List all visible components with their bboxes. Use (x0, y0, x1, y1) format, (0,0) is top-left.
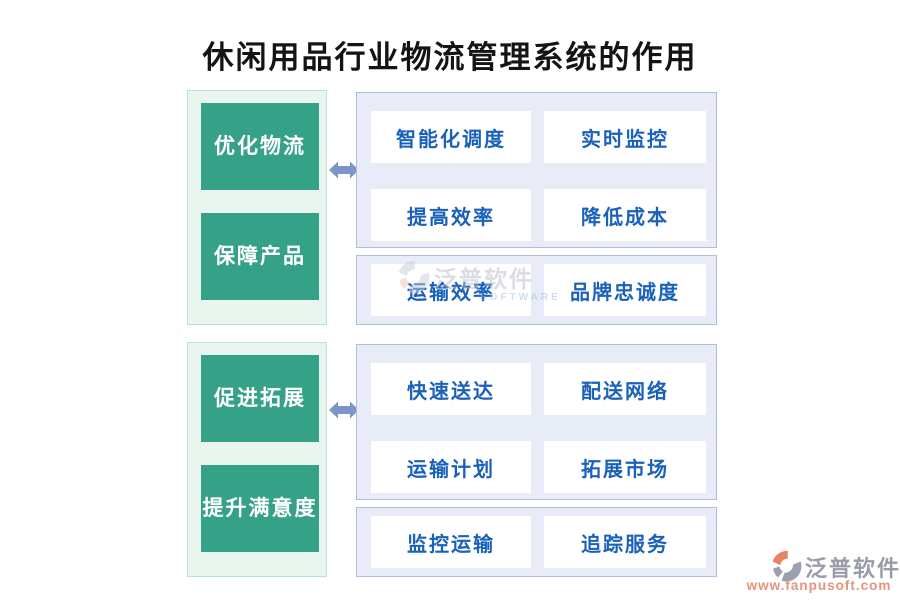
benefit-group-bottom: 促进拓展 提升满意度 快速送达 配送网络 运输计划 拓展市场 监控运输 追踪服务 (0, 342, 900, 578)
double-arrow-icon (329, 399, 359, 421)
category-box: 提升满意度 (201, 465, 319, 552)
fanpu-logo-icon (770, 550, 802, 587)
feature-box: 配送网络 (544, 363, 706, 415)
watermark-url: www.fanpusoft.com (746, 578, 892, 593)
feature-box: 智能化调度 (371, 111, 531, 163)
double-arrow-icon (329, 159, 359, 181)
feature-box: 实时监控 (544, 111, 706, 163)
category-box: 促进拓展 (201, 355, 319, 442)
category-panel: 促进拓展 提升满意度 (187, 342, 327, 577)
feature-box: 追踪服务 (544, 516, 706, 568)
feature-box: 运输计划 (371, 441, 531, 493)
watermark-center: 泛普软件 SOFTWARE (396, 258, 558, 308)
watermark-brand: 泛普软件 (805, 556, 900, 581)
watermark-subtext: SOFTWARE (480, 292, 561, 303)
feature-box: 监控运输 (371, 516, 531, 568)
category-panel: 优化物流 保障产品 (187, 90, 327, 325)
feature-box: 运输效率 (371, 264, 531, 316)
watermark-brand: 泛普软件 (434, 267, 534, 292)
features-panel-primary: 快速送达 配送网络 运输计划 拓展市场 (356, 344, 717, 500)
page-title: 休闲用品行业物流管理系统的作用 (202, 40, 698, 75)
category-box: 保障产品 (201, 213, 319, 300)
features-panel-secondary: 运输效率 品牌忠诚度 (356, 255, 717, 325)
feature-box: 品牌忠诚度 (544, 264, 706, 316)
category-box: 优化物流 (201, 103, 319, 190)
features-panel-secondary: 监控运输 追踪服务 (356, 507, 717, 577)
feature-box: 拓展市场 (544, 441, 706, 493)
benefit-group-top: 优化物流 保障产品 智能化调度 实时监控 提高效率 降低成本 运输效率 品牌忠诚… (0, 90, 900, 326)
feature-box: 提高效率 (371, 189, 531, 241)
features-panel-primary: 智能化调度 实时监控 提高效率 降低成本 (356, 92, 717, 248)
fanpu-logo-icon (396, 260, 430, 299)
feature-box: 降低成本 (544, 189, 706, 241)
watermark-corner: 泛普软件 www.fanpusoft.com (746, 548, 899, 594)
feature-box: 快速送达 (371, 363, 531, 415)
